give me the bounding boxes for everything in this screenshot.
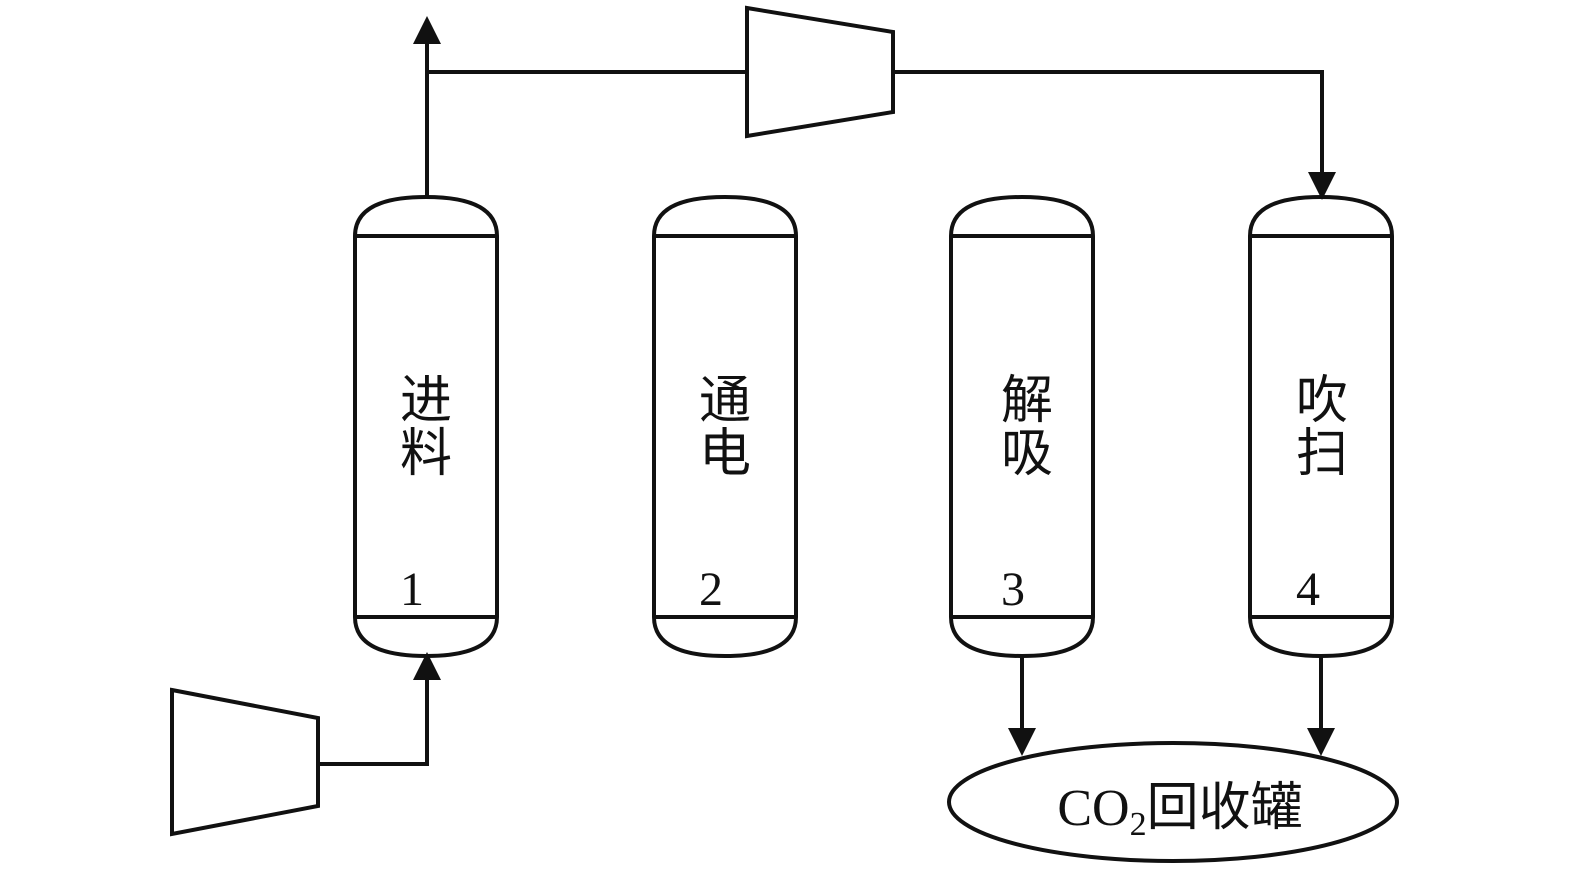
compressor-feed [170,687,320,837]
column-3-label-bottom: 吸 [1001,424,1053,484]
column-4: 吹 扫 4 [1248,194,1394,659]
column-3-label-top: 解 [1001,371,1053,431]
column-1: 进 料 1 [353,194,499,659]
purge-arrow [1308,172,1336,200]
compressor-top [745,5,895,139]
column-2-label-bottom: 电 [699,424,751,484]
feed-arrow [413,652,441,680]
column-2: 通 电 2 [652,194,798,659]
column-3-number: 3 [1001,563,1025,616]
column-2-label-top: 通 [699,371,751,431]
desorb-outlet-arrow [1008,728,1036,756]
purge-outlet-arrow [1307,728,1335,756]
column-4-label-top: 吹 [1296,371,1348,431]
co2-tank-label: CO2回收罐 [1057,780,1302,843]
column-4-label-bottom: 扫 [1296,424,1348,484]
column-1-label-top: 进 [400,371,452,431]
column-3: 解 吸 3 [949,194,1095,659]
column-1-label-bottom: 料 [400,424,452,484]
co2-recovery-tank: CO2回收罐 [947,741,1399,863]
column-1-number: 1 [400,563,424,616]
column-4-number: 4 [1296,563,1320,616]
column-2-number: 2 [699,563,723,616]
vent-arrow [413,16,441,44]
